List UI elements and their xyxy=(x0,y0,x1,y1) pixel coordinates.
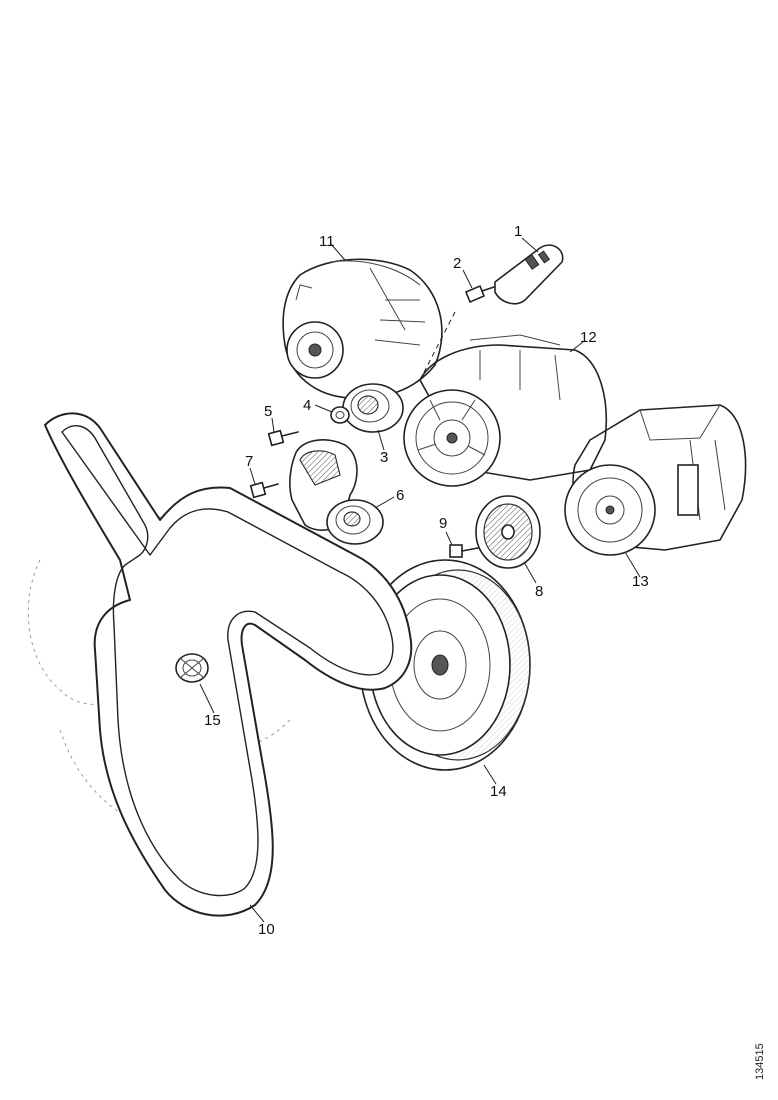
callout-13: 13 xyxy=(632,573,649,590)
idler-pulley-upper xyxy=(342,383,404,433)
callout-11: 11 xyxy=(319,233,335,250)
callout-8: 8 xyxy=(535,583,543,600)
tensioner-bolt-upper xyxy=(267,429,299,447)
idler-pulley-lower xyxy=(475,495,541,569)
callout-1: 1 xyxy=(514,223,522,240)
callout-15: 15 xyxy=(204,712,221,729)
callout-4: 4 xyxy=(303,397,311,414)
callout-12: 12 xyxy=(580,329,597,346)
callout-9: 9 xyxy=(439,515,447,532)
callout-14: 14 xyxy=(490,783,507,800)
callout-5: 5 xyxy=(264,403,272,420)
callout-10: 10 xyxy=(258,921,275,938)
washer xyxy=(330,406,350,424)
alternator xyxy=(282,258,443,400)
power-steering-pump xyxy=(564,404,747,556)
callout-3: 3 xyxy=(380,449,388,466)
callouts: 1 2 3 4 5 6 7 8 9 10 11 12 13 14 15 xyxy=(204,223,649,938)
crankshaft-bolt xyxy=(175,653,209,683)
ac-compressor xyxy=(403,334,608,487)
sensor xyxy=(494,244,564,305)
leader-lines xyxy=(199,237,641,923)
figure-reference-code: 134515 xyxy=(754,1043,766,1080)
callout-7: 7 xyxy=(245,453,253,470)
tensioner-bolt-lower xyxy=(249,481,279,499)
callout-2: 2 xyxy=(453,255,461,272)
callout-6: 6 xyxy=(396,487,404,504)
belt-tensioner xyxy=(289,439,384,545)
drive-belt xyxy=(44,412,413,917)
pulley-bolt xyxy=(449,544,479,558)
sensor-bolt xyxy=(464,284,495,304)
